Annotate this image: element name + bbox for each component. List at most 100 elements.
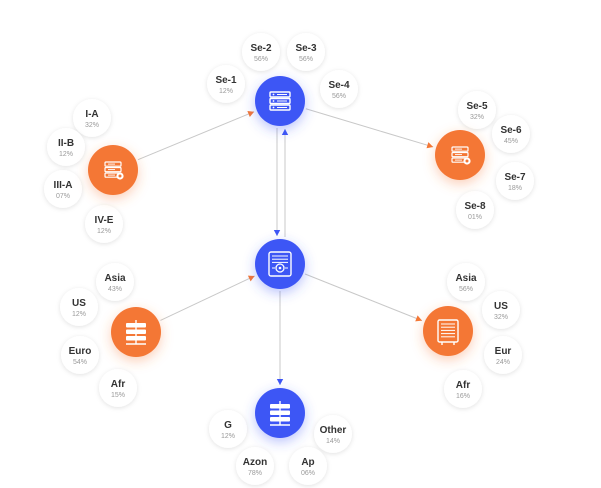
label-percent: 12% (59, 151, 73, 158)
label-percent: 24% (496, 359, 510, 366)
label-name: Se-5 (466, 101, 488, 112)
label-percent: 12% (221, 433, 235, 440)
label-percent: 56% (254, 56, 268, 63)
label-percent: 32% (494, 314, 508, 321)
label-name: Se-8 (464, 201, 486, 212)
node-label-right: Se-532% (458, 91, 496, 129)
label-percent: 43% (108, 286, 122, 293)
node-label-right: Se-6 45% (492, 115, 530, 153)
server-rack-icon (269, 91, 291, 111)
label-percent: 18% (508, 185, 522, 192)
node-label-left: IV-E12% (85, 205, 123, 243)
label-bubble (482, 291, 520, 329)
node-label-right: Se-718% (496, 162, 534, 200)
label-name: Ap (301, 457, 314, 468)
node-label-top: Se-1 12% (207, 65, 245, 103)
node-label-top: Se-4 56% (320, 70, 358, 108)
label-bubble (73, 99, 111, 137)
arrowhead (281, 129, 289, 135)
label-percent: 32% (85, 122, 99, 129)
label-name: Afr (111, 379, 126, 390)
node-label-bottom_right: US 32% (482, 291, 520, 329)
label-name: Asia (104, 273, 126, 284)
label-bubble (314, 415, 352, 453)
label-name: Se-6 (500, 125, 522, 136)
hub-top (255, 76, 305, 126)
server-chip-icon (268, 251, 292, 277)
label-percent: 56% (459, 286, 473, 293)
label-percent: 16% (456, 393, 470, 400)
label-percent: 54% (73, 359, 87, 366)
hub-right (435, 130, 485, 180)
label-bubble (444, 370, 482, 408)
label-name: Se-1 (215, 75, 237, 86)
label-percent: 15% (111, 392, 125, 399)
label-bubble (60, 288, 98, 326)
hub-bottom (255, 388, 305, 438)
arrowhead (276, 379, 284, 385)
label-bubble (44, 170, 82, 208)
edge-center-to-bottom_right (304, 273, 423, 322)
label-bubble (287, 33, 325, 71)
label-bubble (458, 91, 496, 129)
server-stack-icon (126, 320, 146, 345)
label-percent: 45% (504, 138, 518, 145)
edge-top-to-center (273, 128, 281, 236)
server-stack-icon (270, 401, 290, 426)
label-bubble (492, 115, 530, 153)
node-label-left: III-A 07% (44, 170, 82, 208)
label-percent: 56% (332, 93, 346, 100)
node-label-bottom: Ap 06% (289, 447, 327, 485)
label-percent: 14% (326, 438, 340, 445)
label-percent: 01% (468, 214, 482, 221)
edge-center-to-top (281, 129, 289, 237)
server-gear-icon (451, 146, 471, 165)
arrowhead (426, 142, 434, 149)
arrowhead (415, 315, 422, 322)
label-name: Euro (69, 346, 92, 357)
arrowhead (247, 111, 255, 117)
label-bubble (99, 369, 137, 407)
label-bubble (496, 162, 534, 200)
node-label-bottom: G12% (209, 410, 247, 448)
label-bubble (47, 128, 85, 166)
server-list-icon (104, 161, 124, 180)
label-name: I-A (85, 109, 98, 120)
hub-left (88, 145, 138, 195)
label-bubble (447, 263, 485, 301)
label-percent: 12% (97, 228, 111, 235)
label-name: III-A (54, 180, 73, 191)
label-name: Se-4 (328, 80, 350, 91)
label-percent: 12% (72, 311, 86, 318)
label-bubble (61, 336, 99, 374)
arrowhead (273, 230, 281, 236)
label-name: US (494, 301, 508, 312)
edge-center-to-bottom (276, 291, 284, 385)
label-bubble (236, 447, 274, 485)
label-percent: 06% (301, 470, 315, 477)
node-label-bottom_left: Afr 15% (99, 369, 137, 407)
label-percent: 07% (56, 193, 70, 200)
edge-top-to-right (305, 108, 434, 149)
label-bubble (207, 65, 245, 103)
node-label-bottom: Other 14% (314, 415, 352, 453)
hub-center (255, 239, 305, 289)
label-name: Other (320, 425, 347, 436)
label-name: Afr (456, 380, 471, 391)
label-bubble (209, 410, 247, 448)
edge-bottom_left-to-center (160, 275, 255, 321)
node-label-top: Se-256% (242, 33, 280, 71)
hub-circle (423, 306, 473, 356)
label-bubble (289, 447, 327, 485)
label-name: Azon (243, 457, 267, 468)
node-label-bottom_left: Euro 54% (61, 336, 99, 374)
hub-bottom-left (111, 307, 161, 357)
label-bubble (85, 205, 123, 243)
label-name: II-B (58, 138, 74, 149)
label-percent: 12% (219, 88, 233, 95)
node-label-left: I-A 32% (73, 99, 111, 137)
